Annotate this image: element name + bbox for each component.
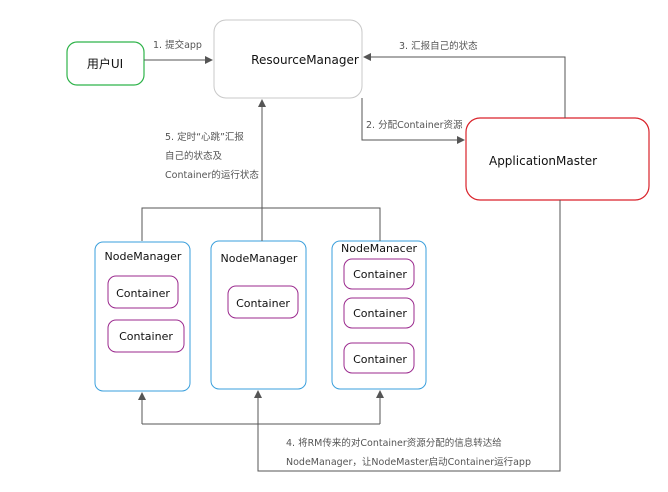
- container-2a-label: Container: [236, 297, 290, 310]
- application-master-node: ApplicationMaster: [465, 117, 650, 201]
- edge-launch-container-label-1: 4. 将RM传来的对Container资源分配的信息转达给: [286, 437, 502, 449]
- edge-heartbeat-label-1: 5. 定时“心跳”汇报: [165, 131, 244, 143]
- node-manager-1-label: NodeManager: [105, 250, 182, 263]
- container-1b: Container: [107, 319, 185, 353]
- node-manager-3-label: NodeManacer: [341, 242, 417, 255]
- container-3a-label: Container: [353, 268, 407, 281]
- edge-heartbeat-label-2: 自己的状态及: [165, 150, 223, 162]
- container-1b-label: Container: [119, 330, 173, 343]
- container-3a: Container: [343, 258, 415, 290]
- node-manager-1: NodeManager Container Container: [94, 241, 191, 392]
- application-master-label: ApplicationMaster: [489, 154, 597, 168]
- container-2a: Container: [227, 285, 299, 319]
- edge-report-status: [363, 53, 566, 118]
- container-3b-label: Container: [353, 307, 407, 320]
- resource-manager-label: ResourceManager: [251, 53, 359, 67]
- container-1a: Container: [107, 275, 179, 309]
- resource-manager-node: ResourceManager: [213, 19, 363, 99]
- user-ui-label: 用户UI: [87, 56, 123, 71]
- node-manager-2: NodeManager Container: [210, 240, 307, 390]
- edge-launch-container-label-2: NodeManager，让NodeMaster启动Container运行app: [286, 456, 531, 468]
- edge-heartbeat-label-3: Container的运行状态: [165, 169, 259, 181]
- container-3b: Container: [343, 297, 415, 329]
- node-manager-3: NodeManacer Container Container Containe…: [331, 240, 427, 390]
- container-3c: Container: [343, 342, 415, 374]
- edge-allocate-container: [361, 98, 465, 144]
- container-1a-label: Container: [116, 287, 170, 300]
- node-manager-2-label: NodeManager: [221, 252, 298, 265]
- edge-report-status-label: 3. 汇报自己的状态: [399, 40, 478, 52]
- user-ui-node: 用户UI: [66, 41, 145, 86]
- edge-submit-app-label: 1. 提交app: [153, 39, 202, 51]
- edge-allocate-container-label: 2. 分配Container资源: [366, 120, 463, 131]
- edge-launch-container: [254, 200, 561, 472]
- edge-heartbeat: [141, 207, 381, 241]
- container-3c-label: Container: [353, 353, 407, 366]
